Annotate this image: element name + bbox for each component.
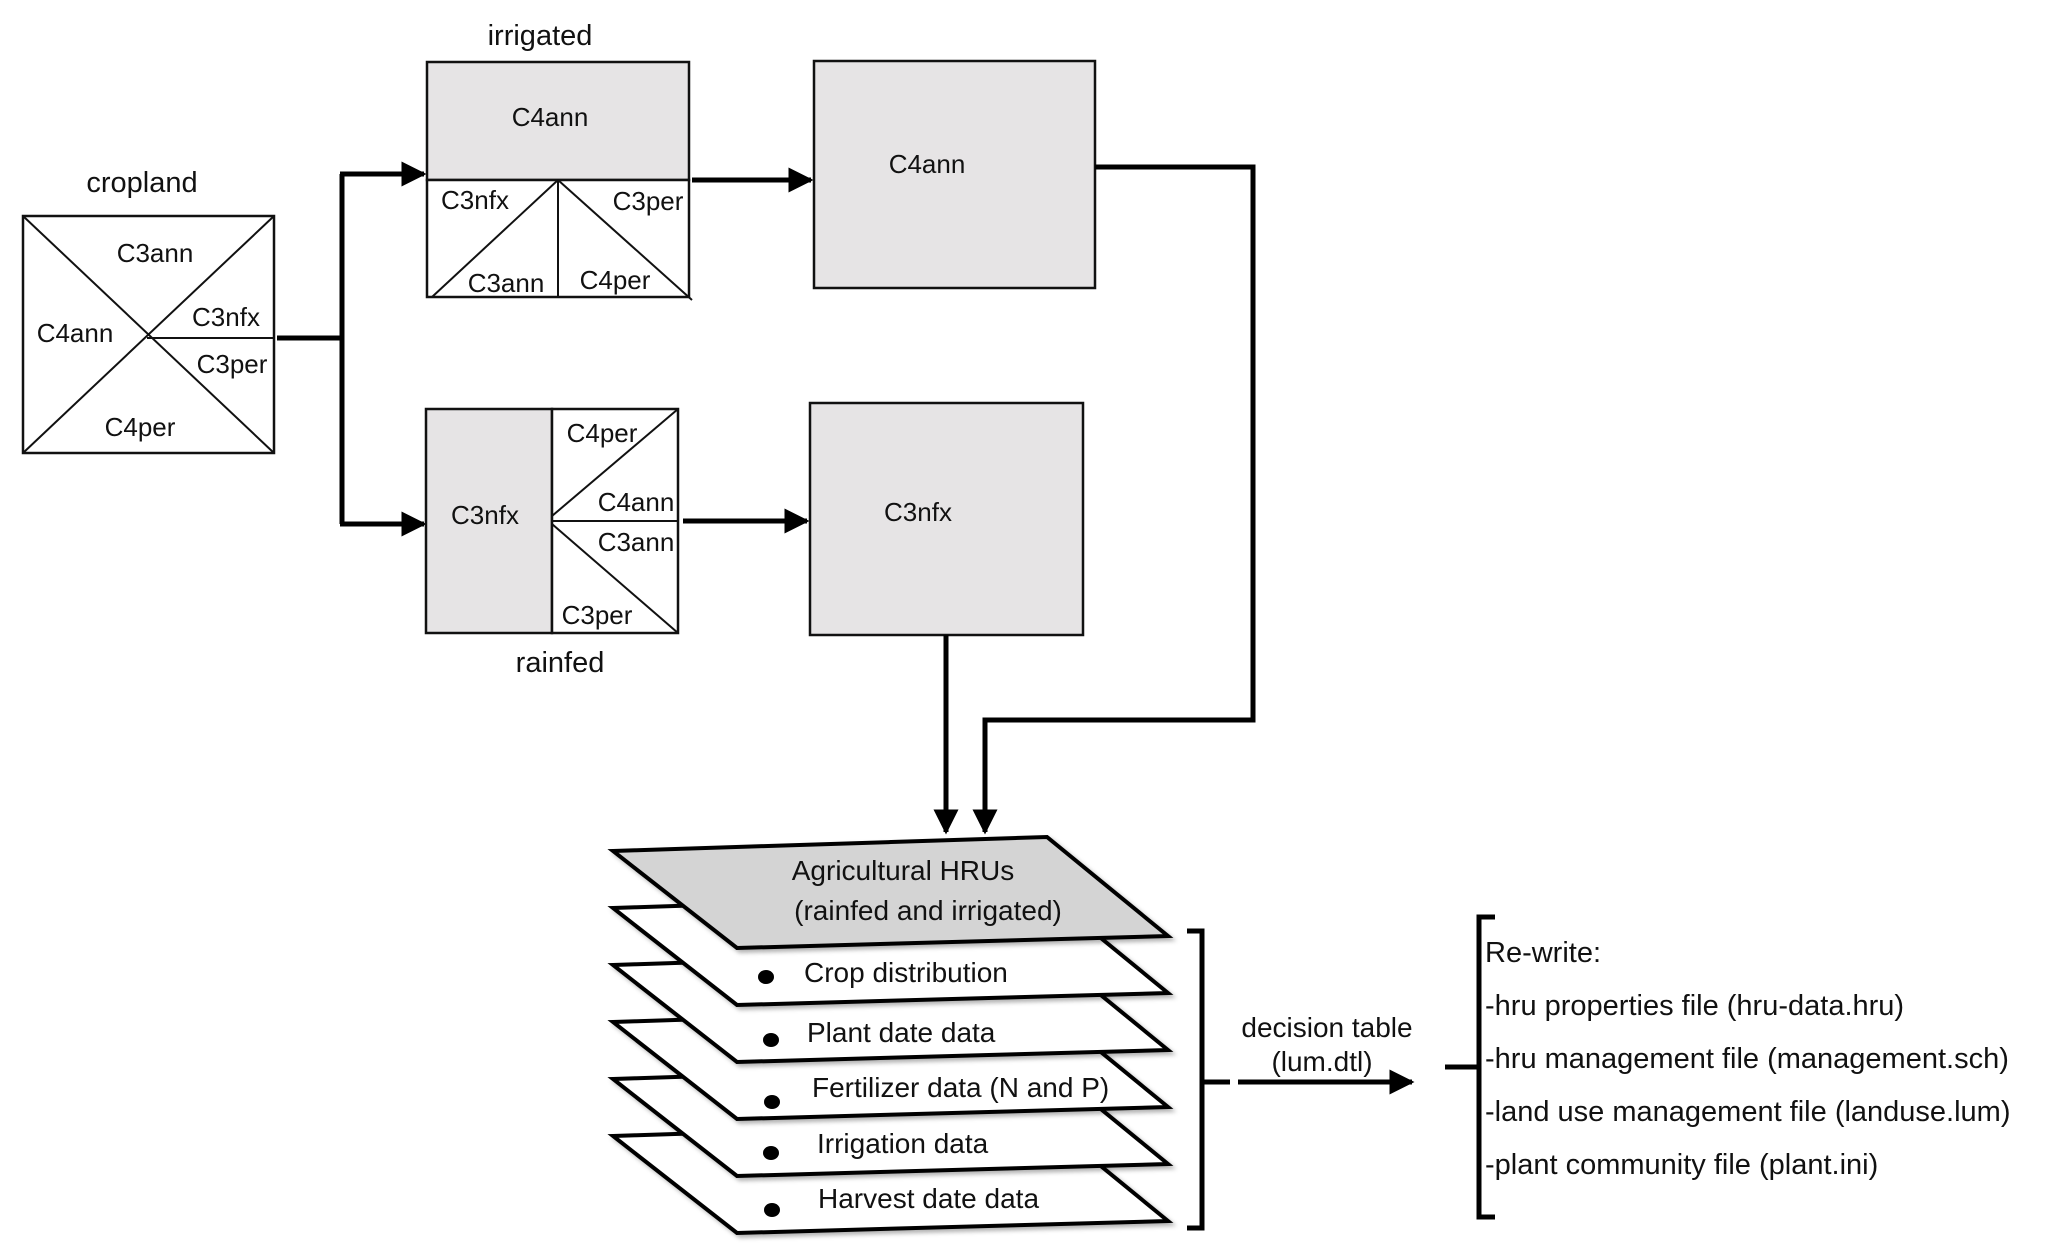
rewrite-item: -plant community file (plant.ini) [1485, 1149, 1878, 1181]
decision-table: decision table (lum.dtl) [1187, 928, 1415, 1231]
rewrite-heading: Re-write: [1485, 937, 1601, 969]
left-bracket [1187, 928, 1205, 1231]
bullet-icon [763, 1033, 779, 1047]
bullet-icon [764, 1203, 780, 1217]
irrigated-result-label: C4ann [889, 149, 966, 179]
bullet-icon [764, 1095, 780, 1109]
rewrite-list: Re-write: -hru properties file (hru-data… [1445, 914, 2011, 1220]
rewrite-item: -land use management file (landuse.lum) [1485, 1096, 2011, 1128]
irrigated-box: irrigated C4ann C3nfx C3per C3ann C4per [425, 20, 693, 301]
bullet-icon [758, 970, 774, 984]
cropland-title: cropland [86, 167, 197, 199]
rainfed-section-lower-right: C3ann [598, 527, 675, 557]
irrigated-title: irrigated [488, 20, 593, 52]
hru-top-layer [607, 834, 1174, 951]
cropland-section-right-upper: C3nfx [192, 302, 260, 332]
rainfed-section-bottom: C3per [562, 600, 633, 630]
cropland-section-right-lower: C3per [197, 349, 268, 379]
cropland-section-bottom: C4per [105, 412, 176, 442]
rainfed-box: C3nfx C4per C4ann C3ann C3per rainfed [424, 407, 680, 679]
hru-layer-label: Fertilizer data (N and P) [812, 1072, 1109, 1103]
rewrite-item: -hru management file (management.sch) [1485, 1043, 2009, 1075]
irrigated-section-bottom-left: C3ann [468, 268, 545, 298]
irrigated-section-top-left: C3nfx [441, 185, 509, 215]
rainfed-dominant-label: C3nfx [451, 500, 519, 530]
cropland-section-top: C3ann [117, 238, 194, 268]
rainfed-result-box: C3nfx [808, 401, 1085, 637]
decision-table-file: (lum.dtl) [1271, 1046, 1372, 1077]
rainfed-result-label: C3nfx [884, 497, 952, 527]
hru-stack: Harvest date data Irrigation data Fertiliz… [607, 834, 1174, 1236]
hru-layer-label: Crop distribution [804, 957, 1008, 988]
rainfed-section-upper-right: C4ann [598, 487, 675, 517]
decision-table-label: decision table [1241, 1012, 1412, 1043]
rainfed-dominant-area [424, 407, 554, 635]
split-connector [277, 161, 427, 537]
hru-layer-label: Harvest date data [818, 1183, 1039, 1214]
merge-connectors [933, 164, 1256, 835]
rewrite-item: -hru properties file (hru-data.hru) [1485, 990, 1904, 1022]
rainfed-section-top: C4per [567, 418, 638, 448]
cropland-section-left: C4ann [37, 318, 114, 348]
hru-title: Agricultural HRUs [792, 855, 1015, 886]
hru-subtitle: (rainfed and irrigated) [794, 895, 1062, 926]
irrigated-section-bottom-right: C4per [580, 265, 651, 295]
bullet-icon [763, 1146, 779, 1160]
rainfed-title: rainfed [516, 647, 605, 679]
cropland-box: cropland C3ann C4ann C3nfx C3per C4per [21, 167, 276, 455]
irrigated-result-box: C4ann [812, 59, 1097, 290]
irrigated-section-top-right: C3per [613, 186, 684, 216]
hru-layer-label: Irrigation data [817, 1128, 989, 1159]
irrigated-dominant-label: C4ann [512, 102, 589, 132]
hru-layer-label: Plant date data [807, 1017, 996, 1048]
